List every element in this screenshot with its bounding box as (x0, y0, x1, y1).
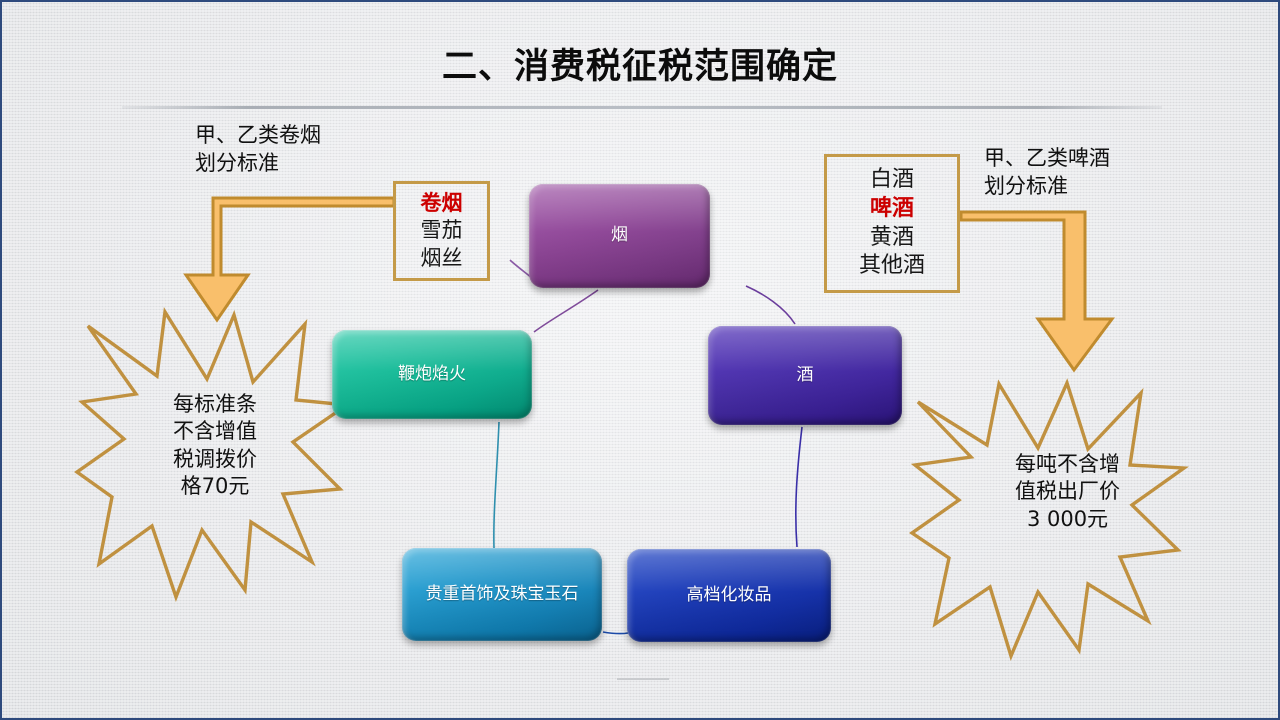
list-box-liquor-items: 白酒 啤酒 黄酒 其他酒 (824, 154, 960, 293)
caption-left-cigarette-standard: 甲、乙类卷烟 划分标准 (195, 123, 321, 176)
list-item: 雪茄 (420, 218, 463, 243)
right-elbow-arrow (959, 210, 1115, 373)
connector-tobacco-firework (533, 289, 599, 333)
node-label: 烟 (611, 225, 628, 246)
connector-firework-jewelry (493, 421, 500, 549)
node-label: 贵重首饰及珠宝玉石 (425, 583, 579, 604)
node-jewelry[interactable]: 贵重首饰及珠宝玉石 (402, 548, 602, 641)
connector-liquor-tobacco (745, 285, 796, 325)
node-tobacco[interactable]: 烟 (529, 184, 710, 288)
node-label: 高档化妆品 (686, 584, 772, 605)
list-item: 白酒 (869, 167, 914, 193)
connector-jewelry-cosmetics (602, 631, 629, 635)
caption-right-beer-standard: 甲、乙类啤酒 划分标准 (984, 146, 1110, 199)
node-connector-group (493, 259, 803, 635)
connector-cosmetics-liquor (795, 426, 803, 548)
list-item-highlight: 卷烟 (420, 191, 463, 216)
page-title: 二、消费税征税范围确定 (441, 47, 838, 87)
node-label: 酒 (796, 364, 814, 385)
list-item: 黄酒 (869, 224, 914, 250)
list-item: 其他酒 (858, 253, 925, 279)
node-firework[interactable]: 鞭炮焰火 (332, 330, 532, 419)
node-label: 鞭炮焰火 (398, 363, 466, 384)
list-box-tobacco-items: 卷烟 雪茄 烟丝 (393, 181, 490, 281)
node-liquor[interactable]: 酒 (708, 326, 902, 425)
footer-rule (617, 678, 669, 680)
list-item-highlight: 啤酒 (869, 195, 914, 221)
right-starburst-label: 每吨不含增 值税出厂价 3 000元 (1015, 452, 1120, 531)
left-starburst-shape (74, 307, 352, 602)
list-item: 烟丝 (420, 245, 463, 270)
node-cosmetics[interactable]: 高档化妆品 (627, 549, 831, 642)
right-starburst-shape (909, 378, 1189, 661)
title-divider (122, 106, 1162, 109)
left-elbow-arrow (183, 196, 396, 323)
left-starburst-label: 每标准条 不含增值 税调拨价 格70元 (173, 392, 257, 498)
